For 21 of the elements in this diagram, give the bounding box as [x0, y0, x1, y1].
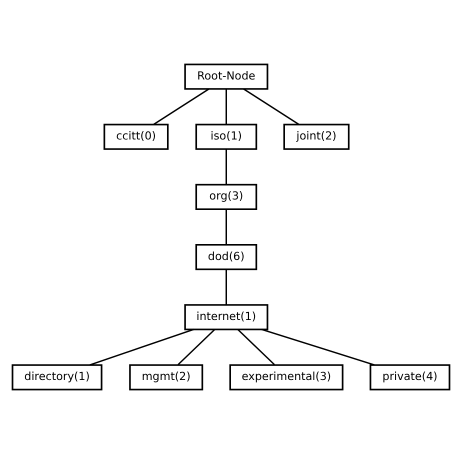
connector	[90, 328, 194, 366]
connector	[226, 148, 227, 184]
node-box: dod(6)	[195, 243, 258, 270]
connector	[178, 328, 216, 365]
node-box: Root-Node	[184, 63, 268, 90]
connector	[153, 88, 210, 124]
connector	[226, 208, 227, 244]
node-box: iso(1)	[195, 123, 258, 150]
node-box: directory(1)	[12, 364, 102, 390]
connector	[237, 328, 275, 365]
node-box: joint(2)	[283, 123, 350, 150]
node-box: ccitt(0)	[104, 123, 169, 150]
node-box: mgmt(2)	[129, 364, 204, 390]
connector	[226, 268, 227, 304]
connector	[226, 88, 227, 124]
connector	[243, 88, 300, 124]
connector	[261, 328, 375, 366]
node-box: internet(1)	[184, 304, 268, 330]
node-box: private(4)	[370, 364, 450, 390]
node-box: org(3)	[195, 183, 258, 210]
node-box: experimental(3)	[229, 364, 344, 390]
